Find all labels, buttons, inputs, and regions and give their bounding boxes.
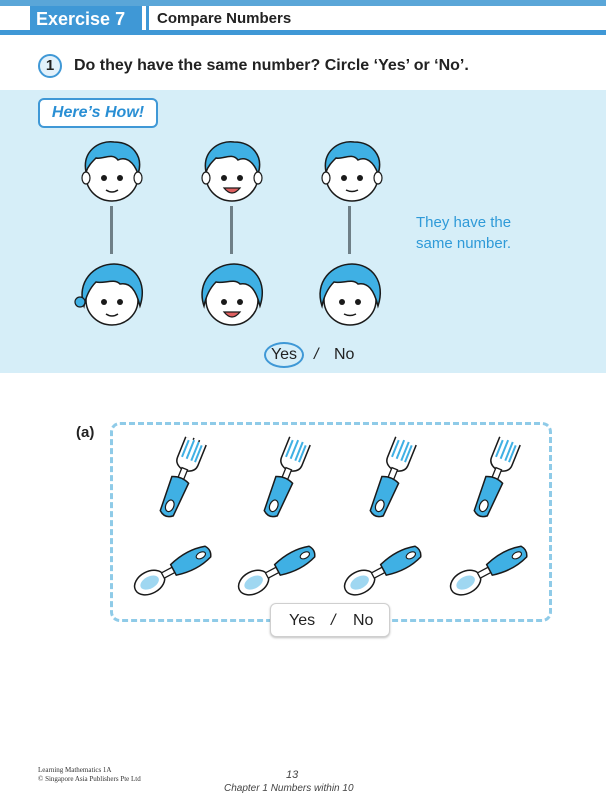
publisher-line: © Singapore Asia Publishers Pte Ltd — [38, 775, 141, 783]
spoon-icon — [343, 545, 422, 596]
fork-icon — [159, 436, 207, 518]
page-title: Compare Numbers — [157, 10, 292, 27]
example-note-line1: They have the — [416, 214, 512, 231]
boy-face-icon — [201, 141, 263, 202]
fork-icon — [263, 436, 311, 518]
footer-credits: Learning Mathematics 1A © Singapore Asia… — [38, 766, 141, 784]
header-top-line — [0, 0, 606, 6]
girl-face-icon — [201, 263, 263, 326]
fork-icon — [369, 436, 417, 518]
header-divider — [146, 6, 149, 34]
spoon-icon — [133, 545, 212, 596]
page-number: 13 — [286, 769, 299, 781]
part-a-label: (a) — [76, 424, 95, 441]
spoon-icon — [449, 545, 528, 596]
match-line — [230, 206, 233, 254]
boy-face-icon — [321, 141, 383, 202]
example-note-line2: same number. — [416, 235, 512, 252]
chapter-title: Chapter 1 Numbers within 10 — [224, 783, 354, 794]
fork-icon — [473, 436, 521, 518]
question-text: Do they have the same number? Circle ‘Ye… — [74, 57, 469, 74]
example-yes-circled: Yes — [264, 342, 304, 368]
example-separator: / — [314, 346, 319, 363]
example-note: They have the same number. — [416, 212, 556, 254]
girl-face-icon — [74, 263, 143, 326]
girl-face-icon — [319, 263, 381, 326]
match-line — [348, 206, 351, 254]
example-panel — [0, 90, 606, 373]
match-line — [110, 206, 113, 254]
yes-option[interactable]: Yes — [289, 612, 316, 629]
exercise-label: Exercise 7 — [30, 6, 142, 32]
part-a-answer-box: Yes / No — [270, 603, 390, 637]
boy-face-icon — [81, 141, 143, 202]
example-no: No — [334, 346, 355, 363]
question-number: 1 — [38, 54, 62, 78]
book-title: Learning Mathematics 1A — [38, 766, 112, 774]
no-option[interactable]: No — [353, 612, 374, 629]
spoon-icon — [237, 545, 316, 596]
heres-how-badge: Here’s How! — [38, 98, 158, 128]
header-rule — [0, 30, 606, 35]
example-answer: Yes / No — [260, 340, 380, 368]
answer-separator: / — [331, 612, 336, 629]
